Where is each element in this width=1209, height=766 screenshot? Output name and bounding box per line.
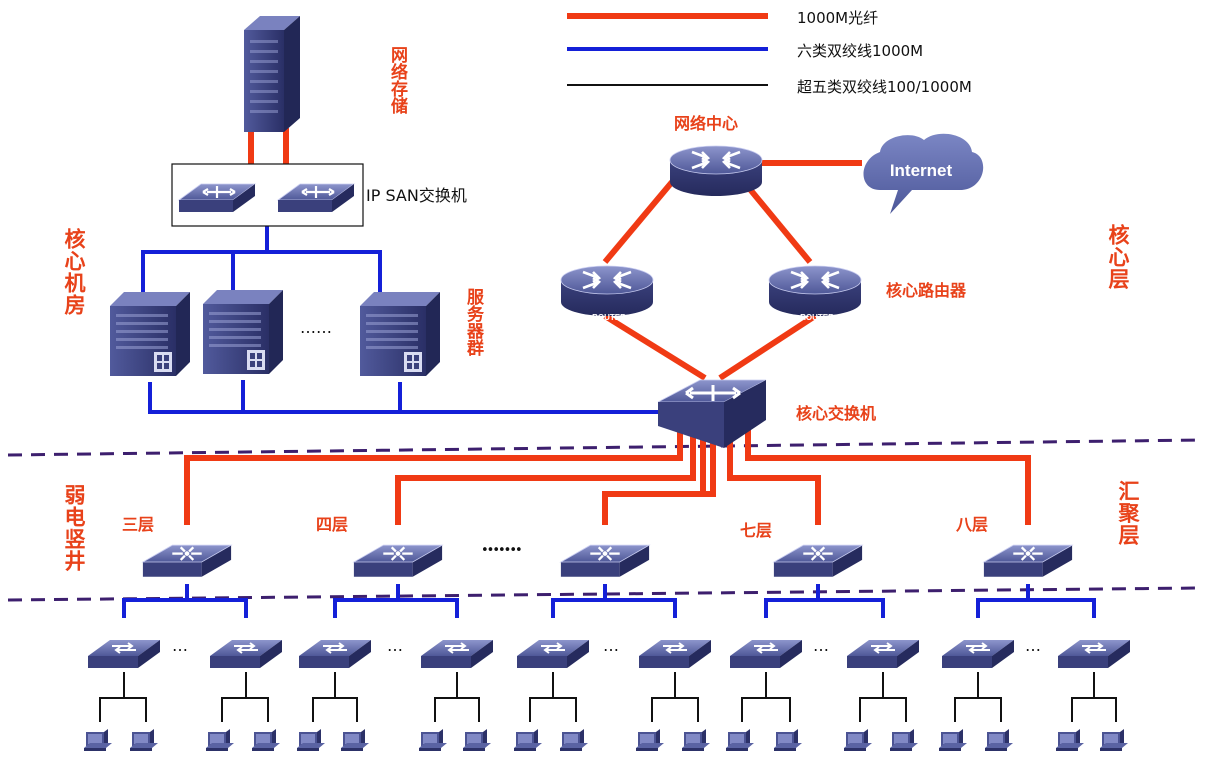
access-switch [516, 639, 590, 669]
access-ellipsis: … [813, 636, 829, 655]
network-center-router [668, 144, 764, 198]
agg-switch-mid [559, 544, 651, 578]
aggregation-ellipsis: ••••••• [481, 543, 523, 558]
access-switch [298, 639, 372, 669]
san-switch-label: IP SAN交换机 [366, 186, 467, 205]
access-switch [420, 639, 494, 669]
core-router-1 [559, 264, 655, 318]
access-ellipsis: … [603, 636, 619, 655]
network-center-label: 网络中心 [674, 114, 739, 133]
floor-label-8: 八层 [956, 515, 989, 534]
legend-fiber-label: 1000M光纤 [797, 9, 879, 27]
agg-switch-7f [772, 544, 864, 578]
riser-shaft-label: 弱电竖井 [62, 484, 86, 572]
core-switch-label: 核心交换机 [796, 404, 877, 423]
pc-workstations [84, 729, 1128, 751]
core-switch [657, 379, 767, 448]
cat5e-links [99, 672, 1117, 722]
storage-label: 网络存储 [387, 46, 407, 114]
access-switch [638, 639, 712, 669]
agg-switch-4f [352, 544, 444, 578]
access-switch [729, 639, 803, 669]
server-1 [110, 292, 190, 376]
access-switch [1057, 639, 1131, 669]
server-group-label: 服务器群 [463, 288, 483, 356]
floor-label-3: 三层 [122, 515, 155, 534]
fiber-links [184, 128, 1031, 525]
server-2 [203, 290, 283, 374]
server-3 [360, 292, 440, 376]
floor-label-7: 七层 [740, 521, 773, 540]
access-switch [209, 639, 283, 669]
core-room-label: 核心机房 [62, 228, 86, 316]
access-ellipsis: … [172, 636, 188, 655]
core-router-label: 核心路由器 [886, 281, 967, 300]
internet-label: Internet [890, 161, 953, 180]
agg-switch-8f [982, 544, 1074, 578]
legend-cat6-label: 六类双绞线1000M [797, 42, 924, 60]
floor-label-4: 四层 [316, 515, 349, 534]
internet-cloud [863, 133, 984, 214]
cat6-links [122, 226, 1096, 618]
core-router-2 [767, 264, 863, 318]
network-storage-rack [244, 16, 300, 132]
core-layer-label: 核心层 [1106, 224, 1130, 290]
san-switch-1-text: SWITCH [200, 214, 224, 225]
aggregation-layer-label: 汇聚层 [1116, 480, 1140, 546]
access-ellipsis: … [1025, 636, 1041, 655]
legend-cat5e-label: 超五类双绞线100/1000M [797, 78, 972, 96]
agg-switch-3f [141, 544, 233, 578]
core-layer-divider [7, 438, 1201, 457]
core-router-1-text: ROUTER [592, 313, 626, 322]
access-switch [846, 639, 920, 669]
core-router-2-text: ROUTER [800, 313, 834, 322]
san-switch-2-text: SWITCH [299, 214, 323, 225]
access-ellipsis: … [387, 636, 403, 655]
access-switch [87, 639, 161, 669]
access-switch [941, 639, 1015, 669]
aggregation-layer-divider [7, 586, 1201, 602]
server-ellipsis: …… [300, 318, 332, 337]
